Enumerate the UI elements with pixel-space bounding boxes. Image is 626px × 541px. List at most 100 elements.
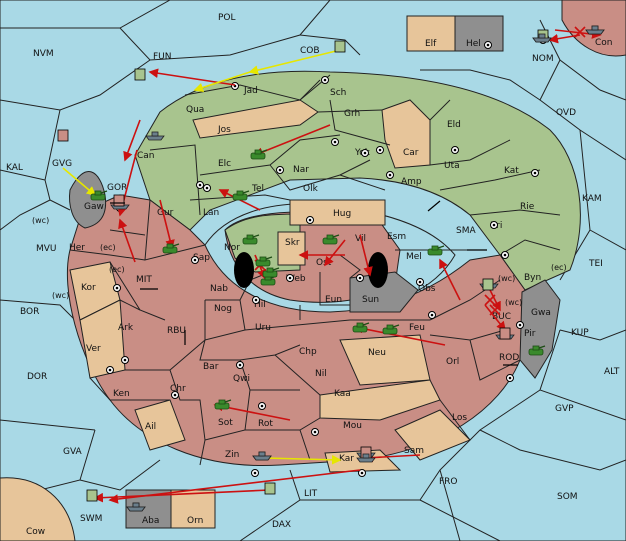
retreat-flag-icon[interactable]	[86, 489, 98, 502]
army-unit-icon[interactable]	[90, 190, 108, 201]
move-order-arrow	[123, 119, 141, 162]
fleet-unit-icon[interactable]	[356, 453, 376, 463]
supply-center-dot	[254, 298, 258, 302]
supply-center-dot	[388, 173, 392, 177]
army-unit-icon[interactable]	[322, 234, 340, 245]
label-web: Web	[286, 274, 306, 284]
label-neu: Neu	[368, 348, 386, 358]
fleet-unit-icon[interactable]	[585, 25, 605, 35]
coast-tags: (wc) (ec) (ec) (wc) (wc) (ec) (wc)	[32, 216, 567, 307]
fleet-unit-icon[interactable]	[252, 451, 272, 461]
supply-center-dot	[430, 313, 434, 317]
retreat-flag-icon[interactable]	[499, 327, 511, 340]
province-orn[interactable]	[170, 489, 216, 529]
label-rot: Rot	[258, 419, 273, 429]
supply-center-dot	[253, 471, 257, 475]
army-unit-icon[interactable]	[250, 149, 268, 160]
province-jos[interactable]	[192, 99, 319, 139]
label-eld: Eld	[447, 120, 461, 130]
army-unit-icon[interactable]	[162, 243, 180, 254]
supply-center-dot	[115, 286, 119, 290]
label-ark: Ark	[118, 323, 134, 333]
army-unit-icon[interactable]	[427, 245, 445, 256]
supply-center-dot	[333, 140, 337, 144]
fleet-unit-icon[interactable]	[126, 502, 146, 512]
army-unit-icon[interactable]	[262, 267, 280, 278]
supply-center-dot	[205, 186, 209, 190]
label-ken: Ken	[113, 389, 130, 399]
retreat-flag-icon[interactable]	[57, 129, 69, 142]
supply-center-dot	[492, 223, 496, 227]
label-mit: MIT	[136, 275, 152, 285]
province-elf[interactable]	[406, 15, 456, 52]
label-eun: Eun	[325, 295, 342, 305]
label-sap: Sap	[193, 253, 210, 263]
label-feu: Feu	[409, 323, 425, 333]
failed-order-x-icon	[574, 26, 586, 38]
army-unit-icon[interactable]	[232, 190, 250, 201]
supply-center-dot	[323, 78, 327, 82]
coast-tag: (wc)	[498, 274, 515, 283]
supply-center-dot	[363, 151, 367, 155]
fleet-unit-icon[interactable]	[145, 131, 165, 141]
label-bor: BOR	[20, 307, 39, 317]
label-sam: Sam	[404, 446, 424, 456]
supply-center-dot	[108, 368, 112, 372]
coast-tag: (ec)	[109, 265, 125, 274]
retreat-flag-icon[interactable]	[482, 278, 494, 291]
supply-center-dot	[198, 183, 202, 187]
move-order-arrow	[93, 489, 271, 503]
army-unit-icon[interactable]	[255, 256, 273, 267]
label-tel: Tel	[251, 184, 264, 194]
supply-center-dot	[360, 471, 364, 475]
army-unit-icon[interactable]	[382, 324, 400, 335]
label-uta: Uta	[444, 161, 460, 171]
retreat-flag-icon[interactable]	[334, 40, 346, 53]
label-car: Car	[403, 148, 419, 158]
army-unit-icon[interactable]	[242, 234, 260, 245]
label-gwa: Gwa	[531, 308, 551, 318]
convoy-arrows	[110, 200, 518, 366]
label-elc: Elc	[218, 159, 231, 169]
army-unit-icon[interactable]	[528, 345, 546, 356]
label-qua: Qua	[186, 105, 204, 115]
support-order-arrow	[248, 49, 341, 75]
label-dax: DAX	[272, 520, 291, 530]
army-unit-icon[interactable]	[352, 322, 370, 333]
label-rbu: RBU	[167, 326, 186, 336]
coast-tag: (ec)	[100, 243, 116, 252]
move-order-arrow	[324, 239, 346, 267]
outer-labels: POL NVM FUN COB NOM Con OVD KAL GVG KAM …	[6, 13, 620, 537]
province-kaa[interactable]	[319, 379, 441, 421]
support-order-arrow	[62, 167, 97, 197]
label-bar: Bar	[203, 362, 219, 372]
support-order-arrow	[264, 454, 342, 465]
supply-center-dot	[503, 253, 507, 257]
army-unit-icon[interactable]	[214, 399, 232, 410]
province-hel[interactable]	[454, 15, 504, 52]
label-mvu: MVU	[36, 244, 57, 254]
retreat-flag-icon[interactable]	[113, 194, 125, 207]
label-los: Los	[452, 413, 467, 423]
label-som: SOM	[557, 492, 578, 502]
label-gaw: Gaw	[84, 202, 104, 212]
label-kup: KUP	[571, 328, 589, 338]
supply-center-dot	[123, 358, 127, 362]
province-ail[interactable]	[134, 399, 186, 451]
fleet-unit-icon[interactable]	[532, 33, 552, 43]
move-order-arrow	[359, 234, 373, 277]
label-alt: ALT	[604, 367, 620, 377]
supply-center-dot	[518, 323, 522, 327]
move-order-arrow	[159, 199, 175, 250]
move-order-arrow	[253, 124, 331, 157]
supply-center-dot	[533, 171, 537, 175]
failed-order-x-icon	[489, 304, 501, 316]
province-gaw[interactable]	[69, 171, 107, 229]
retreat-flag-icon[interactable]	[264, 482, 276, 495]
retreat-flag-icon[interactable]	[134, 68, 146, 81]
label-con: Con	[595, 38, 613, 48]
province-skr[interactable]	[277, 231, 306, 266]
label-rie: Rie	[520, 202, 535, 212]
label-can: Can	[137, 151, 155, 161]
